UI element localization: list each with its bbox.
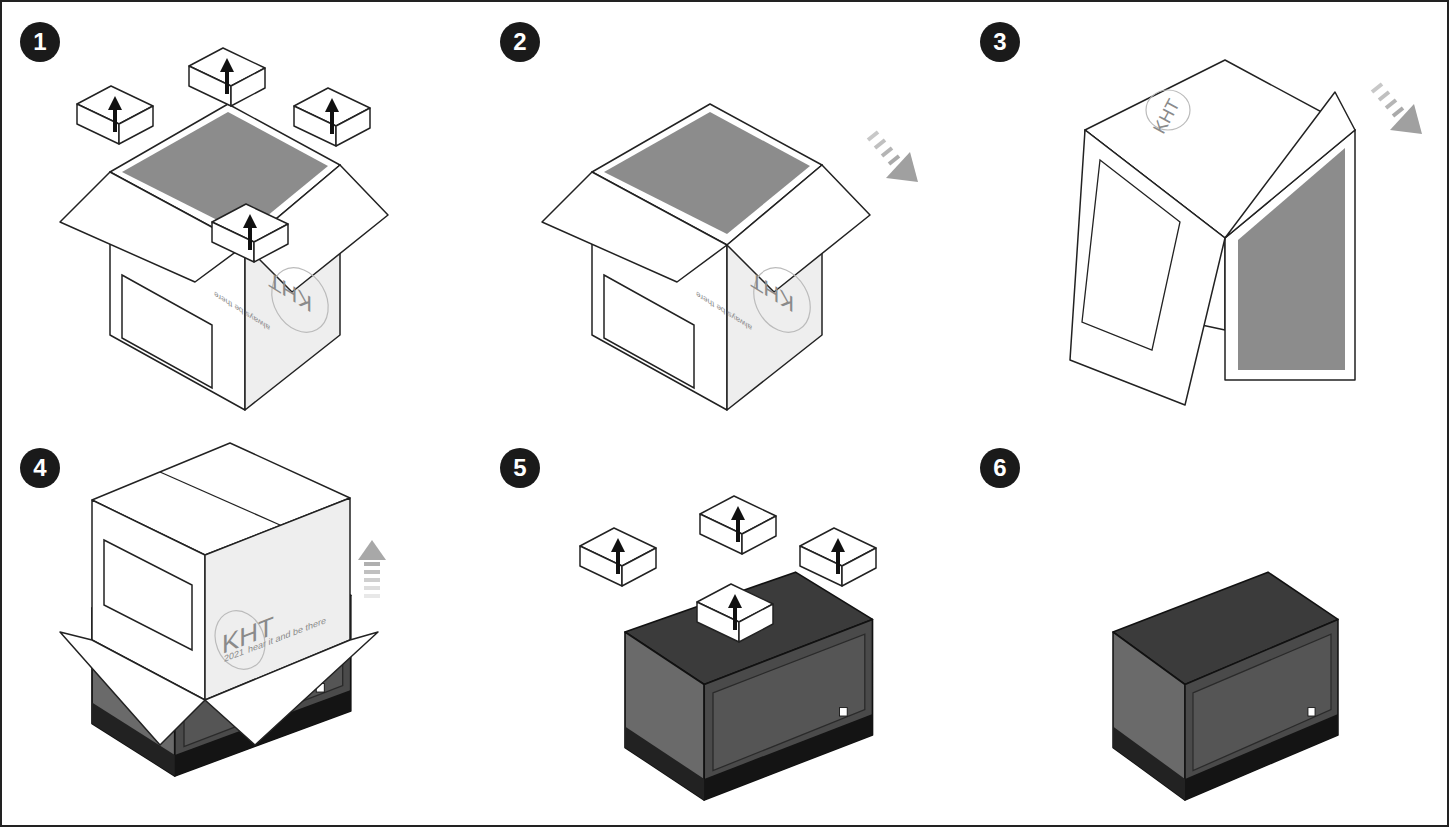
callout-number: 4 bbox=[20, 448, 60, 488]
callout-number: 2 bbox=[500, 22, 540, 62]
callout-number: 1 bbox=[20, 22, 60, 62]
callout-number: 3 bbox=[980, 22, 1020, 62]
callout-number: 5 bbox=[500, 448, 540, 488]
callout-number: 6 bbox=[980, 448, 1020, 488]
